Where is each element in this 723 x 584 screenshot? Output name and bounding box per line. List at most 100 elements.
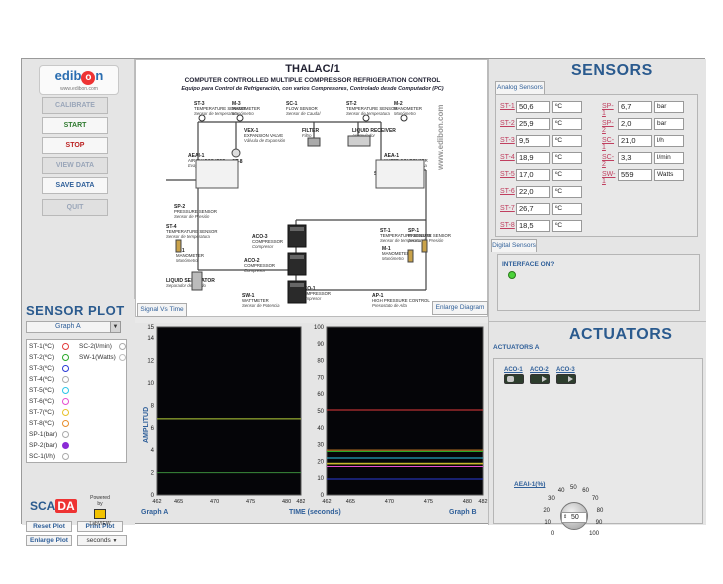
chevron-down-icon[interactable]: ▼: [110, 321, 121, 333]
tab-signal-vs-time[interactable]: Signal Vs Time: [137, 303, 187, 317]
legend-dot-icon[interactable]: [62, 376, 69, 383]
aeai-1-value-input[interactable]: ⇕ 50: [561, 512, 587, 523]
enlarge-plot-button[interactable]: Enlarge Plot: [26, 535, 72, 546]
sensor-plot-item[interactable]: SC-1(l/h): [29, 452, 69, 462]
diagram-label-es: Sensor de temperatura: [194, 111, 239, 116]
sensor-plot-item[interactable]: SW-1(Watts): [79, 353, 126, 363]
legend-dot-icon[interactable]: [119, 354, 126, 361]
sensor-unit: bar: [654, 101, 684, 113]
sensor-name[interactable]: ST-3: [500, 137, 515, 144]
legend-dot-icon[interactable]: [62, 409, 69, 416]
diagram-label-es: Compresor: [300, 296, 322, 301]
save-data-button[interactable]: SAVE DATA: [42, 177, 108, 194]
sensor-plot-item[interactable]: ST-1(ºC): [29, 342, 69, 352]
sensor-plot-item[interactable]: ST-4(ºC): [29, 375, 69, 385]
sensor-name[interactable]: ST-7: [500, 205, 515, 212]
stop-button[interactable]: STOP: [42, 137, 108, 154]
legend-dot-icon[interactable]: [62, 453, 69, 460]
sensor-name[interactable]: ST-5: [500, 171, 515, 178]
sensor-plot-item[interactable]: ST-7(ºC): [29, 408, 69, 418]
sensor-plot-item-label: SP-2(bar): [29, 442, 58, 449]
tab-analog-sensors[interactable]: Analog Sensors: [495, 81, 545, 94]
diagram-label-en: TEMPERATURE SENSOR: [194, 106, 246, 111]
diagram-label-id: SP-1: [408, 228, 419, 234]
sensor-value: 559: [618, 169, 652, 181]
legend-dot-icon[interactable]: [62, 431, 69, 438]
aco-3-button[interactable]: ACO-3: [556, 367, 580, 389]
aco-1-button[interactable]: ACO-1: [504, 367, 528, 389]
sensor-name[interactable]: SP-2: [602, 120, 614, 134]
diagram-label-id: AP-1: [372, 293, 384, 299]
sensor-plot-item[interactable]: ST-2(ºC): [29, 353, 69, 363]
sensor-name[interactable]: SC-1: [602, 137, 615, 151]
sensor-plot-panel: SENSOR PLOT Graph A ▼ ST-1(ºC)ST-2(ºC)ST…: [22, 299, 135, 546]
calibrate-button[interactable]: CALIBRATE: [42, 97, 108, 114]
sensor-unit: ºC: [552, 203, 582, 215]
graph-a-ylabel: AMPLITUD: [143, 406, 150, 443]
y-tick-label: 0: [321, 493, 325, 499]
sensor-name[interactable]: SW-1: [602, 171, 616, 185]
sensor-name[interactable]: ST-6: [500, 188, 515, 195]
sensor-name[interactable]: ST-1: [500, 103, 515, 110]
legend-dot-icon[interactable]: [62, 365, 69, 372]
sensor-probe-icon: [421, 239, 428, 253]
start-button[interactable]: START: [42, 117, 108, 134]
y-tick-label: 80: [317, 359, 324, 365]
reset-plot-button[interactable]: Reset Plot: [26, 521, 72, 532]
sensor-name[interactable]: SP-1: [602, 103, 614, 117]
sensor-plot-list: ST-1(ºC)ST-2(ºC) ST-3(ºC) ST-4(ºC)ST-5(ºC)…: [26, 339, 127, 463]
aco-2-button[interactable]: ACO-2: [530, 367, 554, 389]
sensor-name[interactable]: ST-8: [500, 222, 515, 229]
stepper-icon[interactable]: ⇕: [563, 514, 568, 520]
sensor-plot-item[interactable]: SP-1(bar): [29, 430, 69, 440]
legend-dot-icon[interactable]: [62, 387, 69, 394]
legend-dot-icon[interactable]: [62, 420, 69, 427]
x-tick-label: 470: [385, 499, 394, 505]
chevron-down-icon: ▼: [112, 538, 118, 544]
print-plot-button[interactable]: Print Plot: [77, 521, 123, 532]
legend-dot-icon[interactable]: [119, 343, 126, 350]
graph-select[interactable]: Graph A ▼: [26, 321, 121, 333]
sensor-plot-item[interactable]: ST-8(ºC): [29, 419, 69, 429]
sensor-name[interactable]: SC-2: [602, 154, 615, 168]
legend-dot-icon[interactable]: [62, 343, 69, 350]
sensor-plot-item-label: ST-3(ºC): [29, 365, 55, 372]
legend-dot-icon[interactable]: [62, 354, 69, 361]
diagram-label-es: Separador de líquido: [166, 283, 207, 288]
diagram-label-es: Sensor de temperatura: [346, 111, 391, 116]
diagram-label-es: Sensor de Caudal: [286, 111, 321, 116]
legend-dot-icon[interactable]: [62, 442, 69, 449]
sensor-plot-item[interactable]: ST-5(ºC): [29, 386, 69, 396]
tab-actuators-a[interactable]: ACTUATORS A: [493, 344, 540, 351]
sensor-name[interactable]: ST-2: [500, 120, 515, 127]
sensor-unit: l/h: [654, 135, 684, 147]
sensor-plot-item[interactable]: SP-2(bar): [29, 441, 69, 451]
sensor-name[interactable]: ST-4: [500, 154, 515, 161]
diagram-label-id: M-1: [382, 246, 391, 252]
sensor-plot-item[interactable]: ST-6(ºC): [29, 397, 69, 407]
view-data-button[interactable]: VIEW DATA: [42, 157, 108, 174]
y-tick-label: 20: [317, 459, 324, 465]
sensor-plot-item[interactable]: SC-2(l/min): [79, 342, 126, 352]
tab-digital-sensors[interactable]: Digital Sensors: [491, 239, 537, 252]
enlarge-diagram-button[interactable]: Enlarge Diagram: [432, 301, 488, 315]
quit-button[interactable]: QUIT: [42, 199, 108, 216]
y-tick-label: 8: [151, 403, 155, 409]
legend-dot-icon[interactable]: [62, 398, 69, 405]
time-unit-select[interactable]: seconds ▼: [77, 535, 127, 546]
sensor-unit: ºC: [552, 118, 582, 130]
diagram-label-en: FLOW SENSOR: [286, 106, 318, 111]
sensor-plot-item[interactable]: ST-3(ºC): [29, 364, 69, 374]
